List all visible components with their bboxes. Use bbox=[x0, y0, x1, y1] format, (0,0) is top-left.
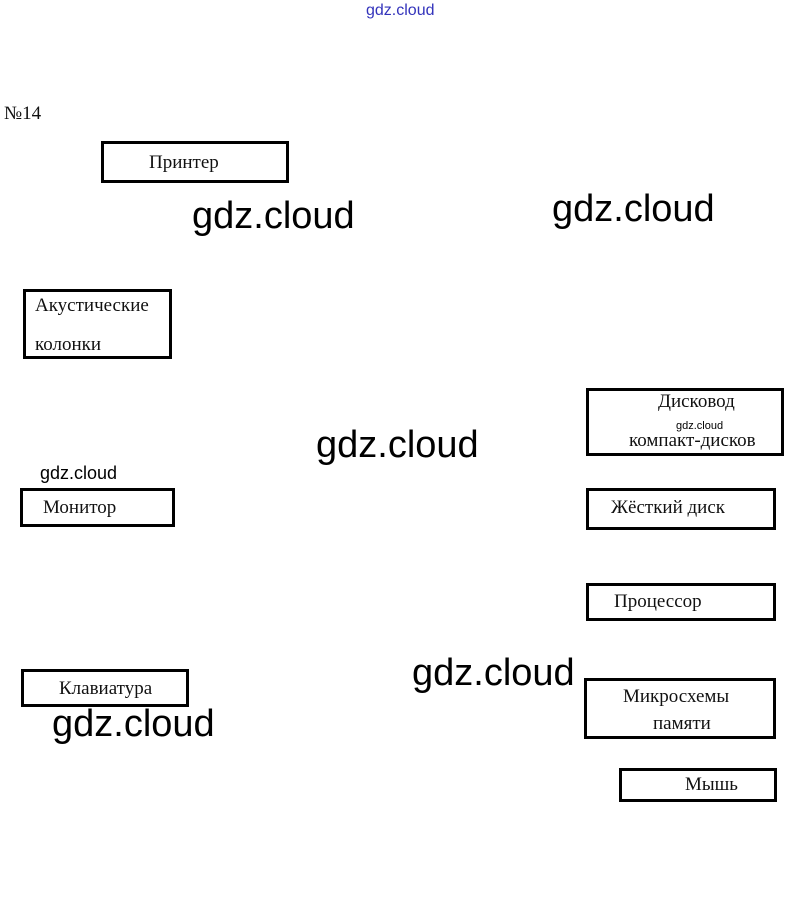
watermark: gdz.cloud bbox=[192, 195, 355, 237]
box-keyboard: Клавиатура bbox=[21, 669, 189, 707]
cd-drive-label-line1: Дисковод bbox=[658, 391, 735, 412]
monitor-label: Монитор bbox=[43, 497, 117, 518]
memory-label-line1: Микросхемы bbox=[623, 686, 730, 707]
watermark: gdz.cloud bbox=[552, 188, 715, 230]
speakers-label-line2: колонки bbox=[35, 334, 102, 355]
box-monitor: Монитор bbox=[20, 488, 175, 527]
box-printer: Принтер bbox=[101, 141, 289, 183]
keyboard-label: Клавиатура bbox=[59, 678, 153, 699]
box-memory: Микросхемы памяти bbox=[584, 678, 776, 739]
mouse-label: Мышь bbox=[685, 774, 738, 795]
speakers-label-line1: Акустические bbox=[35, 295, 149, 316]
processor-label: Процессор bbox=[614, 591, 702, 612]
site-watermark: gdz.cloud bbox=[366, 2, 435, 19]
box-speakers: Акустические колонки bbox=[23, 289, 172, 359]
watermark: gdz.cloud bbox=[52, 703, 215, 745]
box-processor: Процессор bbox=[586, 583, 776, 621]
watermark: gdz.cloud bbox=[316, 424, 479, 466]
box-hard-disk: Жёсткий диск bbox=[586, 488, 776, 530]
watermark: gdz.cloud bbox=[412, 652, 575, 694]
printer-label: Принтер bbox=[149, 152, 219, 173]
memory-label-line2: памяти bbox=[653, 713, 711, 734]
watermark: gdz.cloud bbox=[676, 420, 724, 432]
hard-disk-label: Жёсткий диск bbox=[611, 497, 726, 518]
watermark: gdz.cloud bbox=[40, 463, 118, 483]
box-mouse: Мышь bbox=[619, 768, 777, 802]
task-number: №14 bbox=[4, 103, 42, 124]
cd-drive-label-line2: компакт-дисков bbox=[629, 430, 756, 451]
box-cd-drive: Дисковод компакт-дисков bbox=[586, 388, 784, 456]
